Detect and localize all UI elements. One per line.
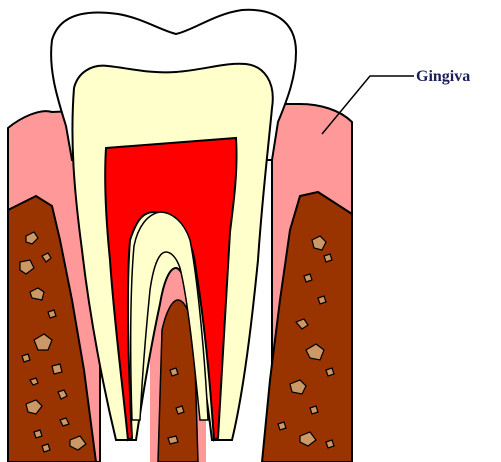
bone-spot	[168, 436, 178, 444]
bone-spot	[22, 354, 30, 362]
bone-spot	[34, 430, 42, 438]
bone-spot	[52, 364, 62, 374]
gingiva-label: Gingiva	[416, 68, 470, 85]
bone-spot	[310, 406, 318, 414]
bone-spot	[278, 422, 286, 430]
bone-spot	[48, 310, 56, 318]
bone-spot	[318, 296, 326, 304]
bone-spot	[326, 368, 334, 376]
bone-spot	[326, 440, 334, 448]
bone-spot	[170, 368, 178, 376]
bone-spot	[324, 254, 332, 262]
bone-spot	[176, 406, 184, 414]
bone-spot	[42, 444, 50, 452]
bone-spot	[304, 274, 312, 282]
